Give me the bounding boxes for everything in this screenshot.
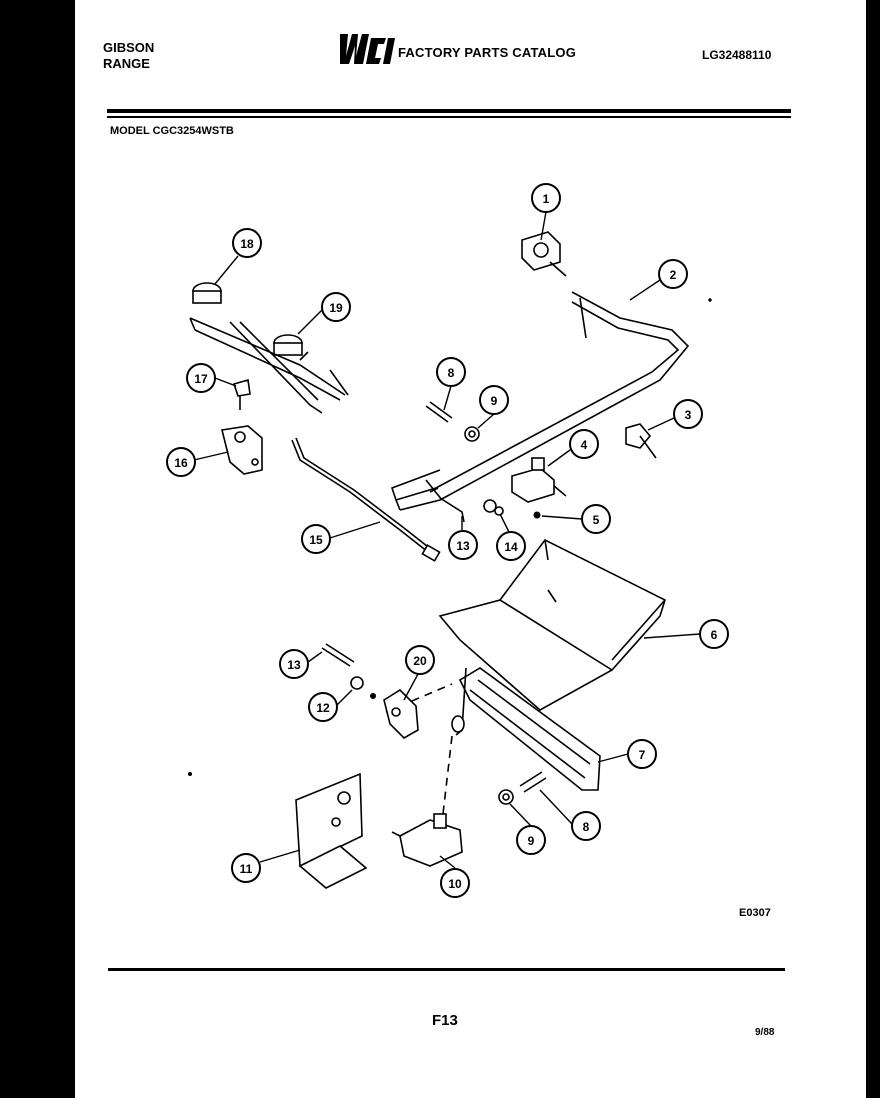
model-number: MODEL CGC3254WSTB xyxy=(110,125,234,137)
nut-9-upper xyxy=(464,426,480,442)
svg-text:16: 16 xyxy=(174,456,188,470)
callout-17: 17 xyxy=(186,363,216,393)
svg-text:15: 15 xyxy=(309,533,323,547)
callout-10: 10 xyxy=(440,868,470,898)
svg-text:20: 20 xyxy=(413,654,427,668)
screw-8-upper xyxy=(425,401,453,423)
svg-text:19: 19 xyxy=(329,301,343,315)
svg-text:9: 9 xyxy=(491,394,498,408)
wci-logo xyxy=(340,34,395,64)
callout-13-upper: 13 xyxy=(448,530,478,560)
svg-text:12: 12 xyxy=(316,701,330,715)
callout-8-upper: 8 xyxy=(436,357,466,387)
callout-3: 3 xyxy=(673,399,703,429)
scan-dot xyxy=(188,772,192,776)
callout-19: 19 xyxy=(321,292,351,322)
svg-text:18: 18 xyxy=(240,237,254,251)
callout-20: 20 xyxy=(405,645,435,675)
catalog-title: FACTORY PARTS CATALOG xyxy=(398,45,577,60)
callout-18: 18 xyxy=(232,228,262,258)
valve-3 xyxy=(625,423,657,459)
svg-text:3: 3 xyxy=(685,408,692,422)
screw-8-lower xyxy=(519,771,547,793)
callout-5: 5 xyxy=(581,504,611,534)
svg-text:10: 10 xyxy=(448,877,462,891)
valve-1 xyxy=(521,231,567,277)
bracket-17 xyxy=(232,378,251,410)
orifice-holder-16 xyxy=(221,425,263,475)
header-rule-thin xyxy=(107,116,791,118)
tube-15 xyxy=(291,437,441,562)
callout-12: 12 xyxy=(308,692,338,722)
svg-text:6: 6 xyxy=(711,628,718,642)
screw-13-lower xyxy=(321,643,355,667)
nut-12 xyxy=(350,676,364,690)
brand-block: GIBSON RANGE xyxy=(103,40,154,72)
callout-2: 2 xyxy=(658,259,688,289)
callout-15: 15 xyxy=(301,524,331,554)
panel-6 xyxy=(438,538,666,711)
svg-text:5: 5 xyxy=(593,513,600,527)
svg-text:14: 14 xyxy=(504,540,518,554)
page-number: F13 xyxy=(432,1012,458,1029)
fitting-14 xyxy=(483,499,504,516)
svg-text:2: 2 xyxy=(670,268,677,282)
svg-text:8: 8 xyxy=(583,820,590,834)
valve-4 xyxy=(511,457,567,503)
scan-dot xyxy=(708,298,712,302)
svg-text:9: 9 xyxy=(528,834,535,848)
callout-7: 7 xyxy=(627,739,657,769)
print-date: 9/88 xyxy=(755,1027,775,1038)
callout-13-lower: 13 xyxy=(279,649,309,679)
bracket-11 xyxy=(295,772,368,889)
callout-16: 16 xyxy=(166,447,196,477)
burner-7 xyxy=(451,667,601,791)
svg-text:8: 8 xyxy=(448,366,455,380)
svg-text:13: 13 xyxy=(287,658,301,672)
nut-9-lower xyxy=(498,789,514,805)
brand-name: GIBSON xyxy=(103,40,155,55)
callout-8-lower: 8 xyxy=(571,811,601,841)
callout-6: 6 xyxy=(699,619,729,649)
diagram-code: E0307 xyxy=(739,907,771,919)
product-type: RANGE xyxy=(103,56,150,71)
callout-9-upper: 9 xyxy=(479,385,509,415)
svg-text:7: 7 xyxy=(639,748,646,762)
washer-12 xyxy=(370,693,376,699)
washer-5 xyxy=(533,511,541,519)
callout-4: 4 xyxy=(569,429,599,459)
header-rule xyxy=(107,109,791,113)
valve-10 xyxy=(391,813,463,867)
svg-text:11: 11 xyxy=(240,862,253,876)
callout-1: 1 xyxy=(531,183,561,213)
svg-text:4: 4 xyxy=(581,438,588,452)
callout-9-lower: 9 xyxy=(516,825,546,855)
catalog-part-number: LG32488110 xyxy=(702,48,772,62)
leader-lines xyxy=(193,211,701,869)
callout-11: 11 xyxy=(231,853,261,883)
svg-text:17: 17 xyxy=(194,372,208,386)
rear-burner-assembly xyxy=(189,282,349,414)
svg-text:13: 13 xyxy=(456,539,470,553)
manifold-pipe-2 xyxy=(390,291,690,511)
screw-13-upper xyxy=(439,497,465,523)
svg-text:1: 1 xyxy=(543,192,550,206)
callout-14: 14 xyxy=(496,531,526,561)
bracket-20 xyxy=(383,688,419,739)
footer-rule xyxy=(108,968,785,971)
